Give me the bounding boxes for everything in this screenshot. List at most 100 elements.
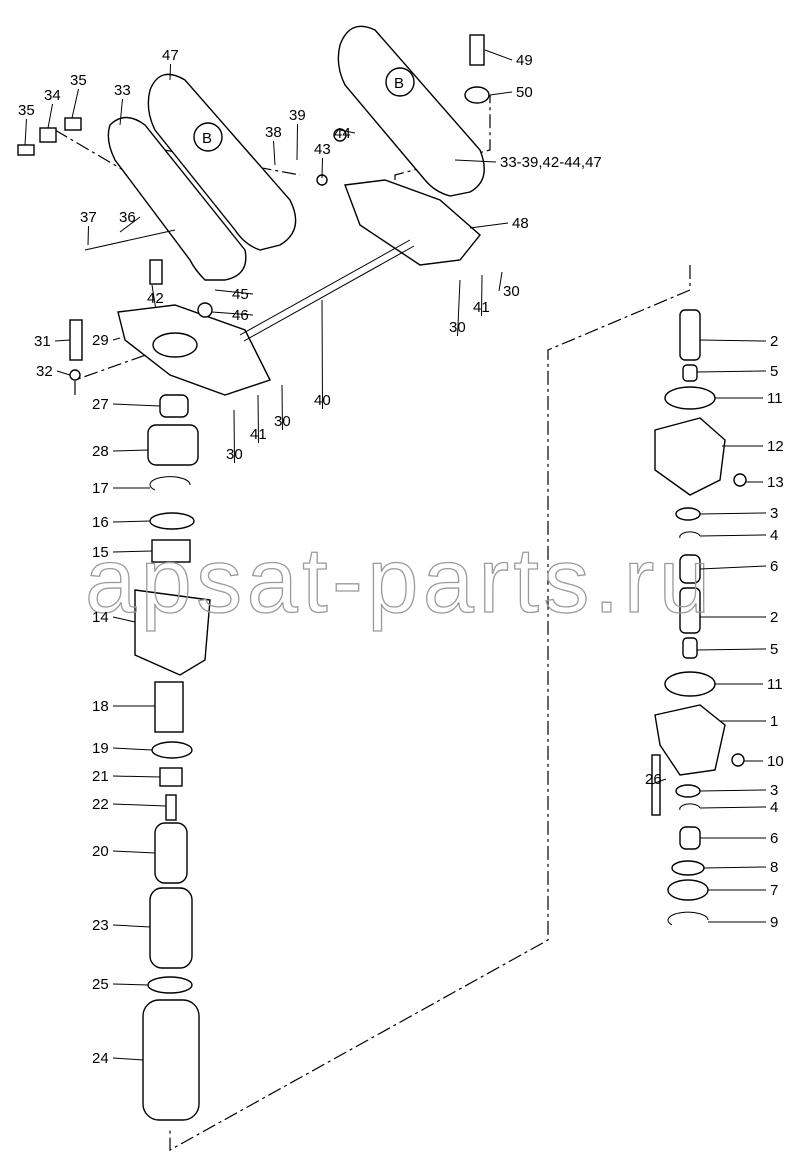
callout-4: 4 bbox=[770, 799, 778, 816]
callout-10: 10 bbox=[767, 753, 784, 770]
callout-2: 2 bbox=[770, 609, 778, 626]
plunger-2b bbox=[679, 587, 701, 634]
bushing-35b bbox=[64, 117, 82, 131]
leader-line bbox=[281, 384, 283, 431]
callout-49: 49 bbox=[516, 52, 533, 69]
callout-50: 50 bbox=[516, 84, 533, 101]
callout-46: 46 bbox=[232, 307, 249, 324]
spring-5 bbox=[682, 364, 698, 382]
callout-34: 34 bbox=[44, 87, 61, 104]
callout-22: 22 bbox=[92, 796, 109, 813]
valve-body-12 bbox=[654, 417, 726, 496]
leader-line bbox=[214, 289, 254, 295]
callout-9: 9 bbox=[770, 914, 778, 931]
spring-5b bbox=[682, 637, 698, 659]
leader-line bbox=[112, 924, 151, 928]
leader-line bbox=[54, 339, 71, 342]
callout-30: 30 bbox=[503, 283, 520, 300]
callout-44: 44 bbox=[334, 125, 351, 142]
assembly-line-right bbox=[169, 265, 691, 1152]
bushing-35 bbox=[17, 144, 35, 156]
washer-16 bbox=[149, 512, 195, 530]
callout-33-39,42-44,47: 33-39,42-44,47 bbox=[500, 154, 602, 171]
pedal-pad-right: B bbox=[337, 25, 485, 197]
callout-11: 11 bbox=[767, 676, 783, 693]
callout-32: 32 bbox=[36, 363, 53, 380]
callout-1: 1 bbox=[770, 713, 778, 730]
leader-line bbox=[112, 983, 149, 986]
leader-line bbox=[119, 216, 141, 233]
leader-line bbox=[489, 91, 513, 96]
leader-line bbox=[651, 778, 667, 785]
seal-7 bbox=[667, 879, 709, 901]
callout-30: 30 bbox=[449, 319, 466, 336]
callout-16: 16 bbox=[92, 514, 109, 531]
bolt-31 bbox=[69, 319, 83, 361]
assembly-line-left bbox=[74, 349, 161, 395]
callout-2: 2 bbox=[770, 333, 778, 350]
spring-23 bbox=[149, 887, 193, 969]
callout-28: 28 bbox=[92, 443, 109, 460]
leader-line bbox=[112, 747, 153, 751]
callout-47: 47 bbox=[162, 47, 179, 64]
callout-35: 35 bbox=[18, 102, 35, 119]
bolt-26 bbox=[651, 754, 661, 816]
callout-13: 13 bbox=[767, 474, 784, 491]
snap-ring-9 bbox=[667, 911, 709, 926]
callout-4: 4 bbox=[770, 527, 778, 544]
callout-6: 6 bbox=[770, 830, 778, 847]
leader-line bbox=[699, 534, 767, 537]
plate-hole bbox=[152, 332, 198, 358]
pin-36 bbox=[84, 229, 176, 251]
leader-line bbox=[112, 403, 161, 407]
valve-body-1 bbox=[654, 704, 726, 776]
plug-13 bbox=[733, 473, 747, 487]
leader-line bbox=[112, 803, 167, 807]
leader-line bbox=[457, 279, 461, 337]
callout-45: 45 bbox=[232, 286, 249, 303]
leader-line bbox=[321, 299, 323, 410]
leader-line bbox=[112, 337, 121, 341]
disc-8 bbox=[671, 860, 705, 876]
callout-15: 15 bbox=[92, 544, 109, 561]
leader-line bbox=[481, 274, 483, 317]
leader-line bbox=[112, 449, 149, 452]
spring-6b bbox=[679, 826, 701, 850]
callout-7: 7 bbox=[770, 882, 778, 899]
screw-22 bbox=[165, 794, 177, 821]
ring-3b bbox=[675, 784, 701, 798]
leader-line bbox=[112, 775, 161, 778]
leader-line bbox=[24, 118, 27, 146]
leader-line bbox=[112, 850, 156, 854]
callout-36: 36 bbox=[119, 209, 136, 226]
shaft-40 bbox=[239, 239, 415, 342]
callout-25: 25 bbox=[92, 976, 109, 993]
callout-18: 18 bbox=[92, 698, 109, 715]
pedal-pad-47: B bbox=[147, 73, 297, 251]
spring-24 bbox=[142, 999, 200, 1121]
bolt-42 bbox=[149, 259, 163, 285]
spring-20 bbox=[154, 822, 188, 884]
leader-line bbox=[56, 370, 71, 376]
plunger-2 bbox=[679, 309, 701, 361]
leader-line bbox=[469, 222, 509, 229]
snap-ring-4b bbox=[679, 803, 701, 811]
brand-logo: B bbox=[202, 130, 212, 147]
callout-8: 8 bbox=[770, 859, 778, 876]
leader-line bbox=[296, 123, 298, 161]
callout-14: 14 bbox=[92, 609, 109, 626]
callout-33: 33 bbox=[114, 82, 131, 99]
leader-line bbox=[112, 616, 136, 623]
leader-line bbox=[699, 339, 767, 342]
leader-line bbox=[233, 409, 235, 464]
housing-14 bbox=[134, 589, 211, 676]
snap-ring-17 bbox=[149, 476, 191, 491]
leader-line bbox=[112, 550, 153, 553]
callout-5: 5 bbox=[770, 363, 778, 380]
boot-28 bbox=[147, 424, 199, 466]
leader-line bbox=[484, 49, 513, 61]
washer-32 bbox=[69, 369, 81, 381]
callout-48: 48 bbox=[512, 215, 529, 232]
leader-line bbox=[119, 98, 123, 126]
plug-10 bbox=[731, 753, 745, 767]
